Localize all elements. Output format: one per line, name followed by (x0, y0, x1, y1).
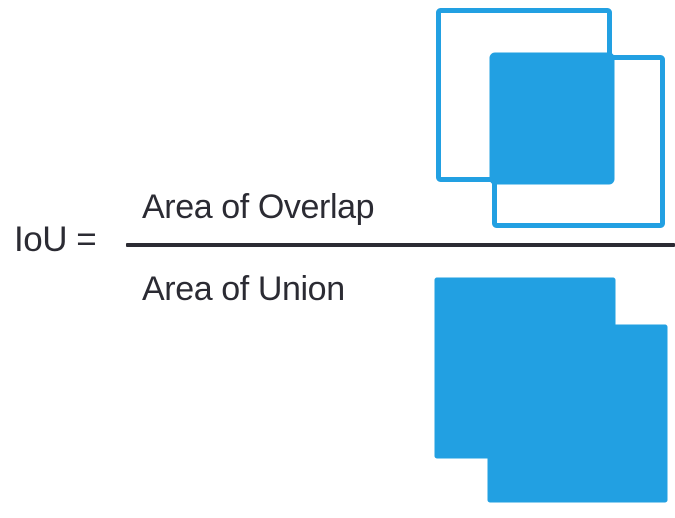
formula-left-hand-side: IoU = (14, 220, 97, 259)
formula-denominator-label: Area of Union (142, 270, 345, 308)
union-svg (434, 277, 668, 503)
area-of-union-illustration (420, 262, 675, 518)
overlap-intersection-fill (489, 52, 615, 185)
area-of-overlap-illustration (420, 0, 675, 245)
union-shape-fill (434, 277, 668, 503)
formula-numerator-label: Area of Overlap (142, 188, 375, 226)
fraction-bar (126, 243, 675, 247)
overlap-svg (436, 8, 665, 228)
